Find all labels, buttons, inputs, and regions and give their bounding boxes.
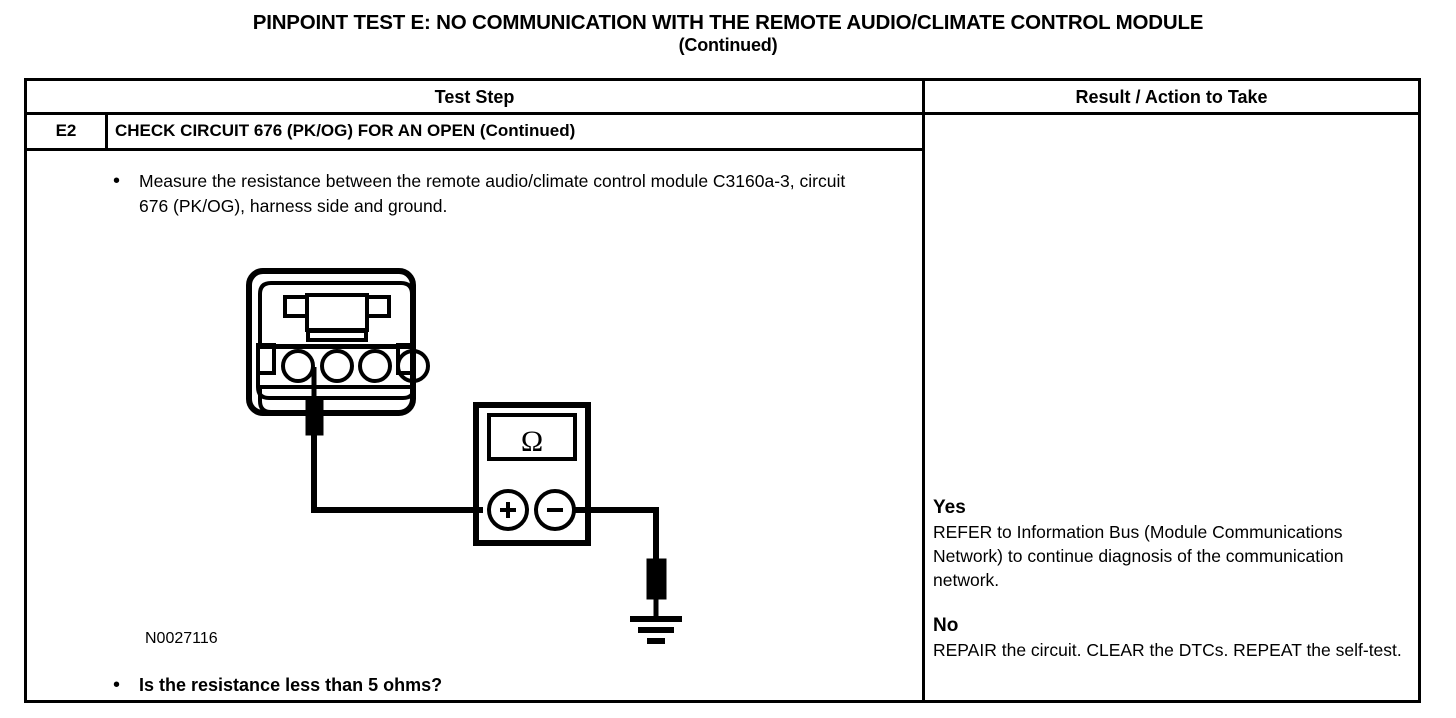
page-title-main: PINPOINT TEST E: NO COMMUNICATION WITH T… [252, 11, 1204, 34]
result-no-block: No REPAIR the circuit. CLEAR the DTCs. R… [933, 614, 1411, 662]
probe-tip-body [305, 398, 324, 436]
result-yes-text: REFER to Information Bus (Module Communi… [933, 522, 1344, 590]
connector-lower-skirt [258, 385, 414, 414]
lead-wire-negative [574, 507, 659, 589]
step-title-label: CHECK CIRCUIT 676 (PK/OG) FOR AN OPEN (C… [115, 121, 576, 140]
ohm-symbol: Ω [521, 425, 543, 458]
step-instruction-item: • Measure the resistance between the rem… [113, 169, 913, 219]
connector-pin-housing [256, 345, 416, 400]
connector-side-tab-right [396, 343, 416, 375]
bullet-icon: • [113, 170, 121, 192]
step-question-item: • Is the resistance less than 5 ohms? [113, 673, 442, 697]
result-yes-block: Yes REFER to Information Bus (Module Com… [933, 496, 1411, 592]
column-header-result-action: Result / Action to Take [1075, 87, 1268, 107]
connector-pin-2 [320, 349, 354, 383]
connector-latch-bar [305, 293, 369, 332]
connector-side-tab-left [256, 343, 276, 375]
multimeter-group [473, 402, 591, 546]
multimeter-display [487, 413, 577, 461]
step-question-text: Is the resistance less than 5 ohms? [139, 675, 443, 695]
step-id-divider [105, 115, 108, 148]
pinpoint-test-table: Test Step Result / Action to Take E2 CHE… [24, 78, 1421, 703]
page-title: PINPOINT TEST E: NO COMMUNICATION WITH T… [0, 11, 1456, 56]
result-action-cell: Yes REFER to Information Bus (Module Com… [933, 496, 1411, 662]
result-no-text: REPAIR the circuit. CLEAR the DTCs. REPE… [933, 640, 1402, 660]
ground-probe-body [646, 558, 667, 600]
multimeter-body [473, 402, 591, 546]
bullet-icon: • [113, 674, 121, 696]
step-instruction-text: Measure the resistance between the remot… [139, 171, 846, 216]
connector-pin-1 [281, 349, 315, 383]
probe-ground-side [646, 558, 667, 619]
probe-connector-side [305, 367, 324, 445]
connector-upper-body [258, 281, 414, 348]
connector-pin-3 [358, 349, 392, 383]
step-id-label: E2 [55, 121, 77, 140]
connector-pin-4 [396, 349, 430, 383]
column-divider [922, 81, 925, 700]
lead-wire-positive [311, 411, 483, 513]
result-yes-label: Yes [933, 497, 966, 518]
connector-latch-slot [306, 329, 368, 342]
figure-id-label: N0027116 [145, 630, 218, 647]
connector-outer-shell [246, 268, 416, 416]
multimeter-positive-jack [487, 489, 529, 531]
page-title-continued: (Continued) [678, 35, 778, 55]
step-row-divider [27, 148, 922, 151]
connector-group [246, 268, 430, 416]
chassis-ground-icon [630, 616, 682, 644]
connector-latch-right [365, 295, 391, 318]
multimeter-negative-jack [534, 489, 576, 531]
column-header-test-step: Test Step [434, 87, 515, 107]
connector-latch-left [283, 295, 309, 318]
header-row-divider [27, 112, 1418, 115]
result-no-label: No [933, 615, 959, 636]
